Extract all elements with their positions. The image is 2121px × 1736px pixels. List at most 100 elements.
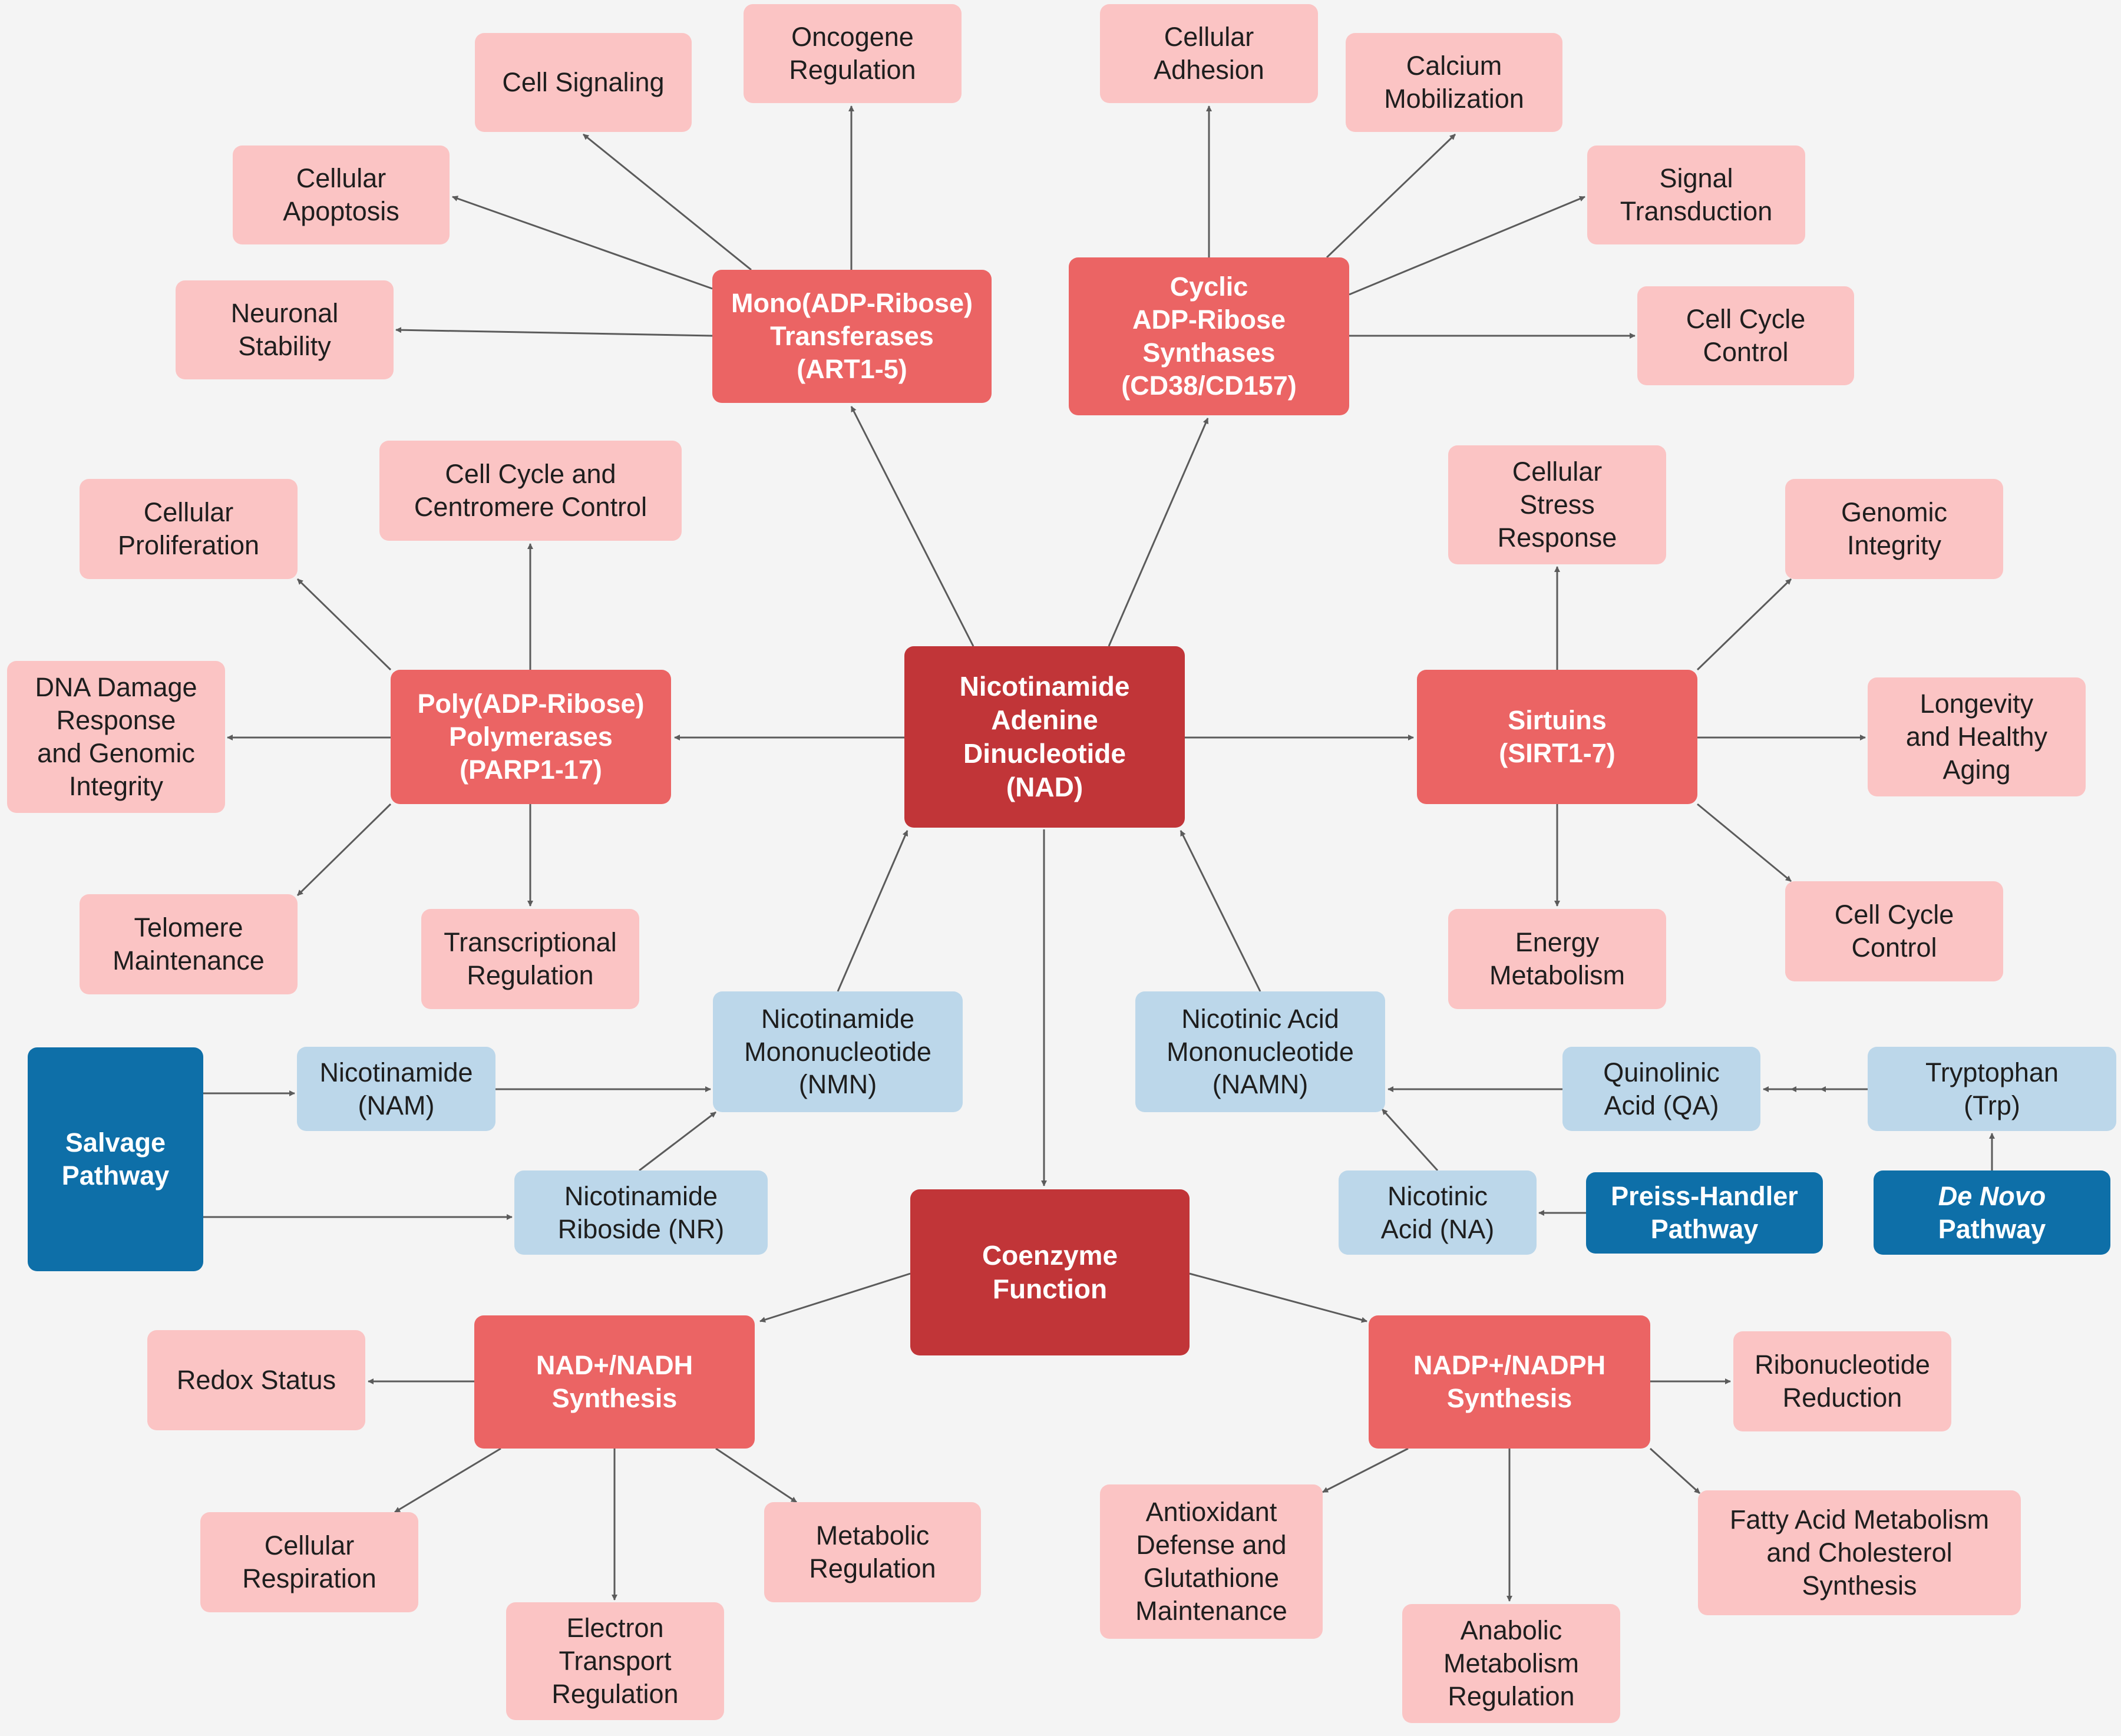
cell-cycle-control-cd38-node[interactable]: Cell Cycle Control [1637, 286, 1854, 385]
oncogene-regulation-label: Oncogene Regulation [789, 22, 916, 85]
coenzyme-function-node[interactable]: Coenzyme Function [910, 1189, 1190, 1355]
cellular-respiration-label: Cellular Respiration [242, 1530, 376, 1593]
arrow-nadph-to-fatty-acid [1649, 1447, 1701, 1494]
cellular-proliferation-label: Cellular Proliferation [117, 497, 260, 560]
fatty-acid-metabolism-label: Fatty Acid Metabolism and Cholesterol Sy… [1729, 1504, 1990, 1601]
nadh-synthesis-label: NAD+/NADH Synthesis [536, 1350, 693, 1413]
redox-status-node[interactable]: Redox Status [147, 1330, 365, 1430]
signal-transduction-node[interactable]: Signal Transduction [1587, 146, 1805, 244]
metabolic-regulation-node[interactable]: Metabolic Regulation [764, 1502, 981, 1602]
cell-signaling-node[interactable]: Cell Signaling [475, 33, 692, 132]
longevity-healthy-aging-node[interactable]: Longevity and Healthy Aging [1868, 677, 2086, 796]
cellular-stress-response-node[interactable]: Cellular Stress Response [1448, 445, 1666, 564]
arrow-sirtuins-to-genomic [1696, 578, 1792, 671]
cd38-label: Cyclic ADP-Ribose Synthases (CD38/CD157) [1121, 272, 1297, 401]
cellular-respiration-node[interactable]: Cellular Respiration [200, 1512, 418, 1612]
coenzyme-function-label: Coenzyme Function [982, 1239, 1118, 1304]
redox-status-label: Redox Status [176, 1365, 336, 1396]
de-novo-pathway-word: Pathway [1938, 1213, 2046, 1244]
longevity-healthy-aging-label: Longevity and Healthy Aging [1905, 689, 2048, 785]
antioxidant-defense-label: Antioxidant Defense and Glutathione Main… [1135, 1497, 1287, 1626]
arrow-coenzyme-to-nadh [759, 1272, 911, 1323]
nadh-synthesis-node[interactable]: NAD+/NADH Synthesis [474, 1315, 755, 1449]
parp-node[interactable]: Poly(ADP-Ribose) Polymerases (PARP1-17) [391, 670, 671, 804]
transcriptional-regulation-node[interactable]: Transcriptional Regulation [421, 909, 639, 1009]
nr-label: Nicotinamide Riboside (NR) [557, 1181, 725, 1244]
genomic-integrity-node[interactable]: Genomic Integrity [1785, 479, 2003, 579]
fatty-acid-metabolism-node[interactable]: Fatty Acid Metabolism and Cholesterol Sy… [1698, 1490, 2021, 1615]
cellular-apoptosis-node[interactable]: Cellular Apoptosis [233, 146, 450, 244]
nmn-node[interactable]: Nicotinamide Mononucleotide (NMN) [713, 991, 963, 1112]
arrow-nmn-to-nad [837, 830, 908, 992]
nam-label: Nicotinamide (NAM) [319, 1057, 473, 1120]
neuronal-stability-node[interactable]: Neuronal Stability [176, 280, 394, 379]
calcium-mobilization-label: Calcium Mobilization [1384, 51, 1524, 114]
arrow-nr-to-nmn [639, 1111, 716, 1172]
arrow-nad-to-art [850, 406, 974, 647]
antioxidant-defense-node[interactable]: Antioxidant Defense and Glutathione Main… [1100, 1484, 1323, 1639]
electron-transport-regulation-node[interactable]: Electron Transport Regulation [506, 1602, 724, 1720]
anabolic-metabolism-node[interactable]: Anabolic Metabolism Regulation [1402, 1604, 1620, 1723]
cellular-adhesion-label: Cellular Adhesion [1154, 22, 1264, 85]
tryptophan-node[interactable]: Tryptophan (Trp) [1868, 1047, 2116, 1131]
art-node[interactable]: Mono(ADP-Ribose) Transferases (ART1-5) [712, 270, 992, 403]
quinolinic-acid-node[interactable]: Quinolinic Acid (QA) [1562, 1047, 1760, 1131]
arrow-coenzyme-to-nadph [1189, 1272, 1367, 1323]
arrow-parp-to-proliferation [296, 578, 392, 671]
cellular-proliferation-node[interactable]: Cellular Proliferation [80, 479, 298, 579]
salvage-pathway-label: Salvage Pathway [61, 1127, 170, 1191]
energy-metabolism-node[interactable]: Energy Metabolism [1448, 909, 1666, 1009]
namn-node[interactable]: Nicotinic Acid Mononucleotide (NAMN) [1135, 991, 1385, 1112]
cellular-adhesion-node[interactable]: Cellular Adhesion [1100, 4, 1318, 103]
nicotinic-acid-node[interactable]: Nicotinic Acid (NA) [1339, 1170, 1537, 1255]
nr-node[interactable]: Nicotinamide Riboside (NR) [514, 1170, 768, 1255]
nicotinic-acid-label: Nicotinic Acid (NA) [1380, 1181, 1495, 1244]
cell-signaling-label: Cell Signaling [502, 67, 665, 98]
telomere-maintenance-node[interactable]: Telomere Maintenance [80, 894, 298, 994]
nad-label: Nicotinamide Adenine Dinucleotide (NAD) [959, 670, 1130, 803]
nad-node[interactable]: Nicotinamide Adenine Dinucleotide (NAD) [904, 646, 1185, 828]
tryptophan-label: Tryptophan (Trp) [1925, 1057, 2059, 1120]
nam-node[interactable]: Nicotinamide (NAM) [297, 1047, 495, 1131]
arrow-nadph-to-antioxidant [1322, 1447, 1409, 1493]
calcium-mobilization-node[interactable]: Calcium Mobilization [1346, 33, 1562, 132]
ribonucleotide-reduction-label: Ribonucleotide Reduction [1755, 1350, 1930, 1413]
energy-metabolism-label: Energy Metabolism [1489, 927, 1626, 990]
arrow-namn-to-nad [1180, 830, 1261, 992]
cell-cycle-control-sirt-node[interactable]: Cell Cycle Control [1785, 881, 2003, 981]
art-label: Mono(ADP-Ribose) Transferases (ART1-5) [731, 288, 973, 384]
metabolic-regulation-label: Metabolic Regulation [809, 1520, 936, 1583]
ribonucleotide-reduction-node[interactable]: Ribonucleotide Reduction [1733, 1331, 1951, 1431]
telomere-maintenance-label: Telomere Maintenance [113, 912, 265, 976]
nmn-label: Nicotinamide Mononucleotide (NMN) [744, 1003, 931, 1100]
arrow-sirtuins-to-cell-cycle [1697, 803, 1792, 882]
arrow-parp-to-telomere [296, 803, 392, 897]
centromere-control-label: Cell Cycle and Centromere Control [414, 459, 647, 522]
parp-label: Poly(ADP-Ribose) Polymerases (PARP1-17) [417, 689, 645, 785]
nadph-synthesis-node[interactable]: NADP+/NADPH Synthesis [1369, 1315, 1650, 1449]
sirtuins-label: Sirtuins (SIRT1-7) [1499, 705, 1615, 768]
salvage-pathway-node[interactable]: Salvage Pathway [28, 1047, 203, 1271]
centromere-control-node[interactable]: Cell Cycle and Centromere Control [379, 441, 682, 541]
preiss-handler-pathway-node[interactable]: Preiss-Handler Pathway [1586, 1172, 1823, 1254]
arrow-art-to-cell-signaling [583, 133, 752, 271]
arrow-cd38-to-calcium [1326, 133, 1456, 259]
nadph-synthesis-label: NADP+/NADPH Synthesis [1413, 1350, 1606, 1413]
sirtuins-node[interactable]: Sirtuins (SIRT1-7) [1417, 670, 1697, 804]
cellular-apoptosis-label: Cellular Apoptosis [283, 163, 399, 226]
arrow-art-to-neuronal [395, 327, 713, 337]
neuronal-stability-label: Neuronal Stability [230, 298, 339, 361]
cell-cycle-control-cd38-label: Cell Cycle Control [1686, 304, 1806, 367]
oncogene-regulation-node[interactable]: Oncogene Regulation [744, 4, 962, 103]
genomic-integrity-label: Genomic Integrity [1841, 497, 1948, 560]
dna-damage-response-node[interactable]: DNA Damage Response and Genomic Integrit… [7, 661, 225, 813]
transcriptional-regulation-label: Transcriptional Regulation [444, 927, 617, 990]
arrow-nadh-to-metabolic [715, 1447, 797, 1503]
cd38-node[interactable]: Cyclic ADP-Ribose Synthases (CD38/CD157) [1069, 257, 1349, 415]
cellular-stress-response-label: Cellular Stress Response [1497, 457, 1617, 553]
cell-cycle-control-sirt-label: Cell Cycle Control [1834, 900, 1954, 963]
arrow-art-to-apoptosis [452, 196, 713, 290]
